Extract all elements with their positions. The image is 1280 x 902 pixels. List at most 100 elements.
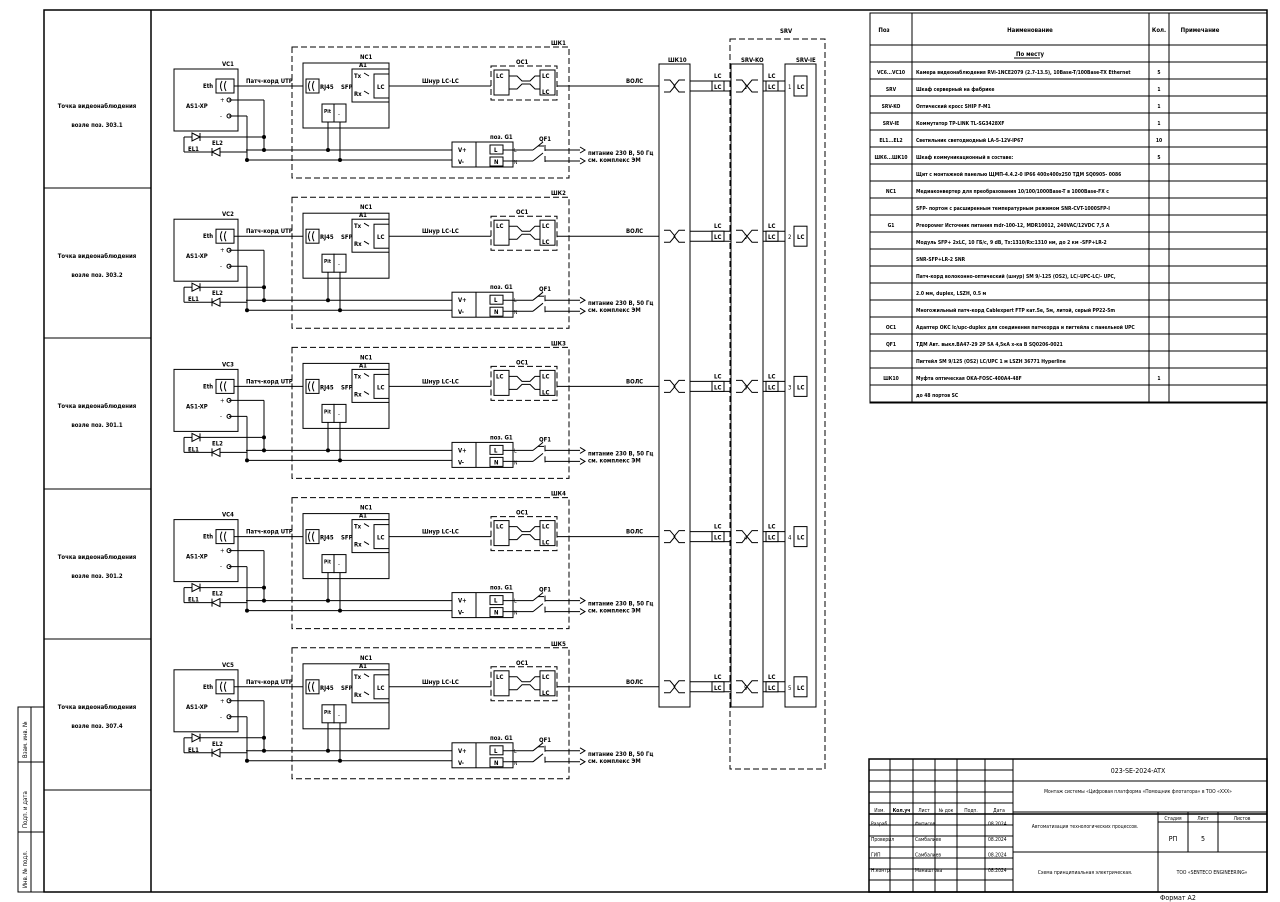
table-row: Патч-корд волоконно-оптический (шнур) SM… <box>870 273 1267 284</box>
l-label: L <box>494 598 498 605</box>
power-supply-label: питание 230 В, 50 Гц <box>588 300 653 307</box>
junction-dot <box>245 608 249 613</box>
lc-label: LC <box>542 540 549 547</box>
rack-enclosure <box>291 497 570 630</box>
table-cell-pos: OC1 <box>886 325 896 331</box>
lc-label: LC <box>714 535 721 542</box>
title-person-role: Н.контр. <box>871 868 891 874</box>
minus-label: - <box>220 413 222 420</box>
lc-lc-label: Шнур LC-LC <box>422 679 459 686</box>
adapter-crossing <box>509 526 540 541</box>
lc-label: LC <box>377 535 384 542</box>
lc-label: LC <box>797 84 804 91</box>
table-row: 2.0 мм, duplex, LSZH, 0.5 м <box>870 291 1267 301</box>
title-col-header: Дата <box>993 808 1005 814</box>
lc-label: LC <box>377 84 384 91</box>
led-diode <box>191 432 202 443</box>
supply-arrow <box>579 296 586 315</box>
junction-dot <box>338 158 342 162</box>
title-col-header: № док <box>939 808 954 814</box>
plus-label: + <box>220 397 225 404</box>
srv-label: SRV <box>780 28 793 35</box>
title-col-header: Кол.уч <box>893 808 911 814</box>
minus-label: - <box>220 714 222 721</box>
table-cell-qty: 1 <box>1157 87 1160 93</box>
adapter-right <box>539 69 556 96</box>
nc-label: NC1 <box>360 505 372 512</box>
lc-label: LC <box>768 384 775 391</box>
power-reference-label: см. комплекс ЭМ <box>588 457 641 464</box>
lc-label: LC <box>542 524 549 531</box>
table-cell-name: до 48 портов SC <box>916 393 959 399</box>
adapter-enclosure <box>490 516 558 552</box>
lc-lc-label: Шнур LC-LC <box>422 78 459 85</box>
srv-ie-label: SRV-IE <box>796 57 816 64</box>
table-row: Щит с монтажной панелью ЩМП-4.4.2-0 IP66… <box>870 171 1267 182</box>
lc-label: LC <box>542 373 549 380</box>
cross-icon <box>736 530 758 544</box>
title-person-name: Манаштова <box>915 868 942 874</box>
patch-cord-label: Патч-корд UTP <box>246 378 293 385</box>
cross-icon <box>736 79 758 93</box>
led-diode <box>210 147 221 157</box>
title-person-role: ГИП <box>871 853 881 859</box>
lc-label: LC <box>377 234 384 241</box>
n-term: N <box>514 761 517 767</box>
n-label: N <box>494 309 499 316</box>
title-person-name: Самбалиев <box>915 852 941 859</box>
plus-label: + <box>220 698 225 705</box>
psu-terminal <box>333 704 347 724</box>
table-cell-name: Оптический кросс SHIP F-M1 <box>916 103 991 110</box>
n-term: N <box>514 310 517 316</box>
minus-label: - <box>220 263 222 270</box>
junction-dot <box>338 758 342 763</box>
lc-label: LC <box>542 239 549 246</box>
lc-label: LC <box>542 690 549 697</box>
strip-label-inventory: Инв. № подл. <box>22 850 29 888</box>
a1-label: A1 <box>359 513 367 520</box>
laser-arrow <box>363 673 370 696</box>
point-label-title: Точка видеонаблюдения <box>58 403 137 410</box>
lc-label: LC <box>768 84 775 91</box>
rack-enclosure <box>291 196 570 329</box>
l-term: L <box>514 148 517 154</box>
power-terminal-label: AS1-XP <box>186 253 208 260</box>
sheet-title: Схема принципиальная электрическая. <box>1038 870 1133 876</box>
tx-label: Tx <box>354 373 362 380</box>
point-label-title: Точка видеонаблюдения <box>58 103 137 110</box>
power-reference-label: см. комплекс ЭМ <box>588 758 641 765</box>
junction-dot <box>245 758 249 763</box>
lc-label: LC <box>714 373 721 380</box>
el2-label: EL2 <box>212 741 223 748</box>
table-cell-name: 2.0 мм, duplex, LSZH, 0.5 м <box>916 291 987 297</box>
laser-arrow <box>363 72 370 95</box>
adapter-left <box>493 520 510 547</box>
table-header-name: Наименование <box>1007 27 1053 34</box>
lc-label: LC <box>768 674 775 681</box>
table-frame <box>869 12 1268 404</box>
junction-dot <box>326 448 330 453</box>
junction-dot <box>326 298 330 303</box>
junction-dot <box>262 598 266 603</box>
adapter-enclosure <box>490 365 558 401</box>
port-number: 3 <box>744 384 747 391</box>
shk10-cabinet <box>658 63 691 708</box>
lc-label: LC <box>768 234 775 241</box>
table-cell-name: Муфта оптическая OKA-FOSC-400A4-48F <box>916 375 1022 382</box>
el1-label: EL1 <box>188 747 199 754</box>
psu-terminal <box>333 103 347 123</box>
breaker-contacts <box>532 442 546 463</box>
g1-label: поз. G1 <box>490 735 513 742</box>
table-cell-pos: G1 <box>888 223 895 229</box>
stage-header: Стадия <box>1164 816 1182 822</box>
vols-label: ВОЛС <box>626 529 643 536</box>
rj45-icon <box>308 381 315 392</box>
table-cell-name: Медиаконвертер для преобразования 10/100… <box>916 188 1109 195</box>
l-term: L <box>514 749 517 755</box>
rack-label: ШК2 <box>551 190 566 197</box>
